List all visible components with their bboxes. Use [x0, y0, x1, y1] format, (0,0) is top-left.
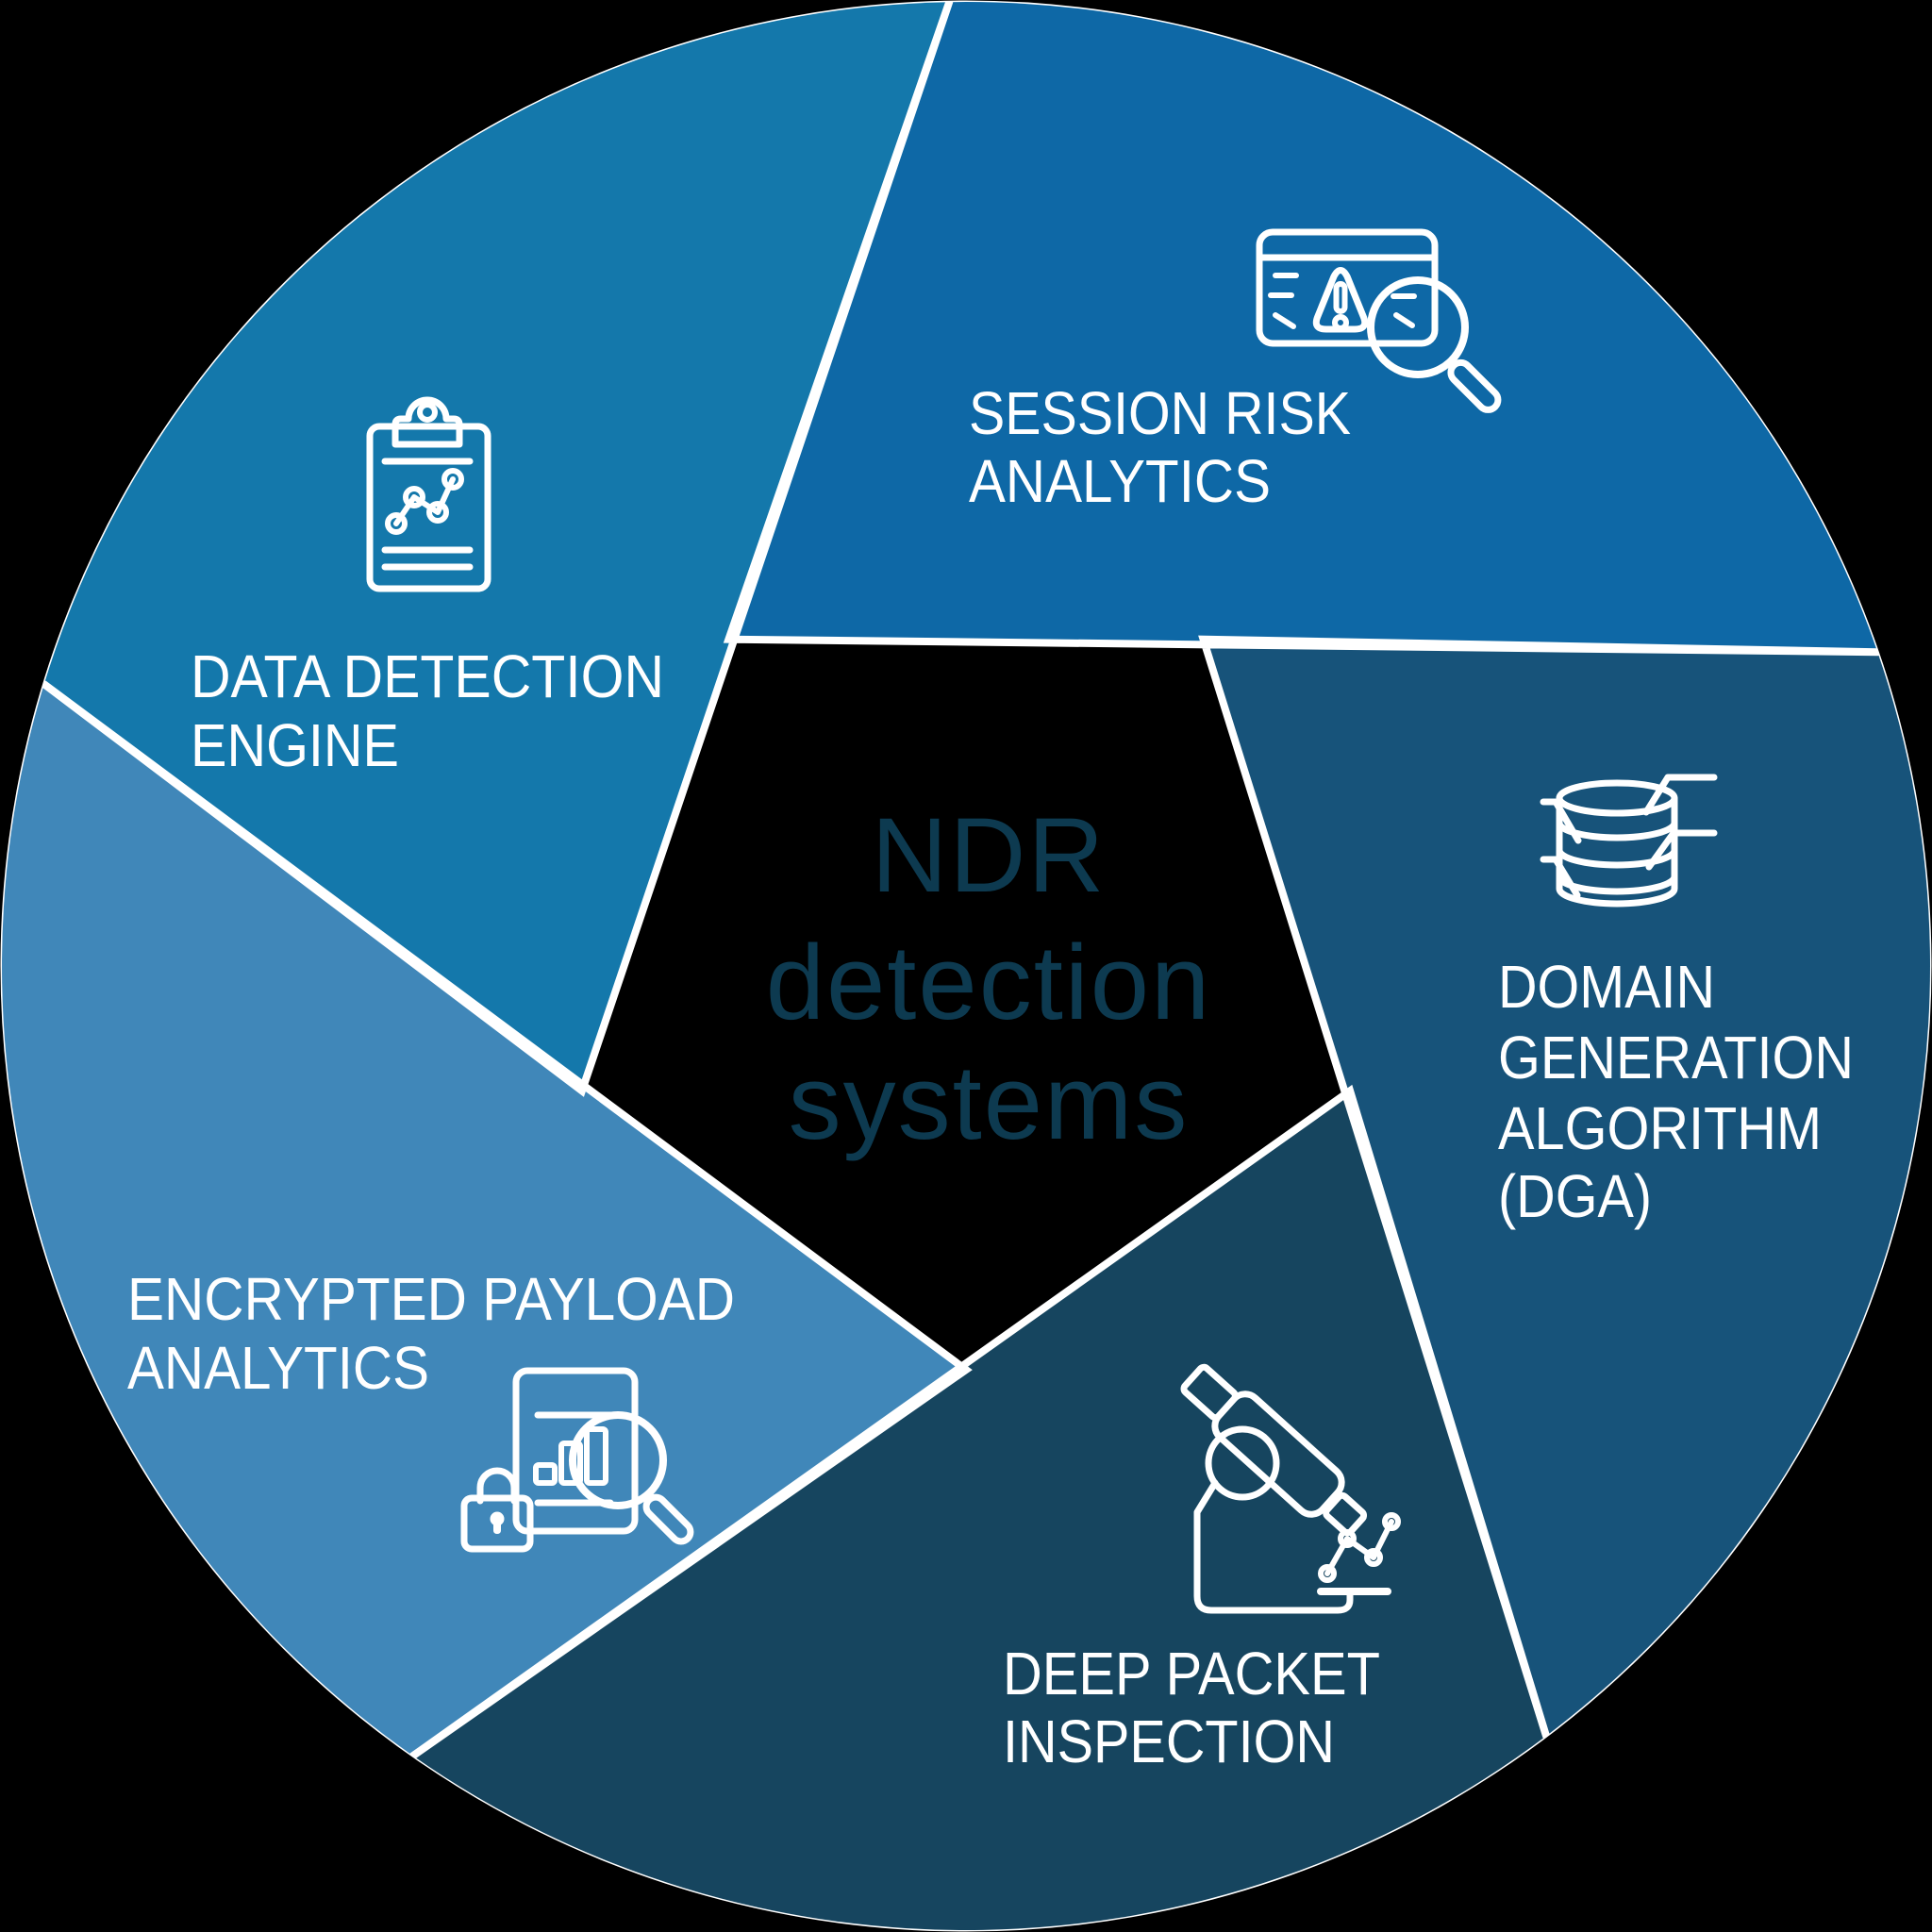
- label-line: DATA DETECTION: [191, 642, 664, 710]
- label-line: GENERATION: [1498, 1024, 1854, 1091]
- microscope-chart-icon: [1180, 1363, 1401, 1614]
- label-line: ENCRYPTED PAYLOAD: [127, 1265, 735, 1333]
- label-domain-generation-algorithm: DOMAIN GENERATION ALGORITHM (DGA): [1498, 953, 1854, 1230]
- label-line: (DGA): [1498, 1162, 1652, 1230]
- alert-window-magnifier-icon: [1256, 228, 1502, 413]
- segment-encrypted-payload-analytics: [2, 684, 967, 1757]
- label-line: SESSION RISK: [969, 379, 1351, 447]
- label-line: INSPECTION: [1003, 1707, 1335, 1775]
- center-title-line: NDR: [872, 796, 1107, 914]
- label-line: DOMAIN: [1498, 953, 1715, 1021]
- center-title-line: detection: [766, 924, 1212, 1041]
- segment-domain-generation-algorithm: [1203, 639, 1930, 1737]
- segment-session-risk-analytics: [728, 2, 1878, 653]
- center-title-line: systems: [789, 1043, 1190, 1161]
- label-line: DEEP PACKET: [1003, 1640, 1380, 1707]
- segment-dividers: [40, 1, 1882, 1760]
- magnifier-lens-icon: [569, 1411, 667, 1509]
- label-line: ALGORITHM: [1498, 1094, 1822, 1162]
- segment-data-detection-engine: [43, 2, 950, 1091]
- center-title: NDR detection systems: [766, 796, 1212, 1161]
- database-icon: [1540, 774, 1718, 908]
- label-line: ANALYTICS: [969, 447, 1271, 515]
- label-session-risk-analytics: SESSION RISK ANALYTICS: [969, 379, 1351, 515]
- label-line: ANALYTICS: [127, 1334, 429, 1402]
- label-data-detection-engine: DATA DETECTION ENGINE: [191, 642, 664, 779]
- keyhole-icon: [490, 1511, 505, 1526]
- label-encrypted-payload-analytics: ENCRYPTED PAYLOAD ANALYTICS: [127, 1265, 735, 1402]
- clipboard-chart-icon: [366, 396, 491, 592]
- document-lock-magnifier-icon: [460, 1367, 694, 1553]
- magnifier-lens-icon: [1367, 276, 1469, 378]
- segment-deep-packet-inspection: [412, 1091, 1546, 1930]
- label-line: ENGINE: [191, 711, 399, 779]
- label-deep-packet-inspection: DEEP PACKET INSPECTION: [1003, 1640, 1380, 1775]
